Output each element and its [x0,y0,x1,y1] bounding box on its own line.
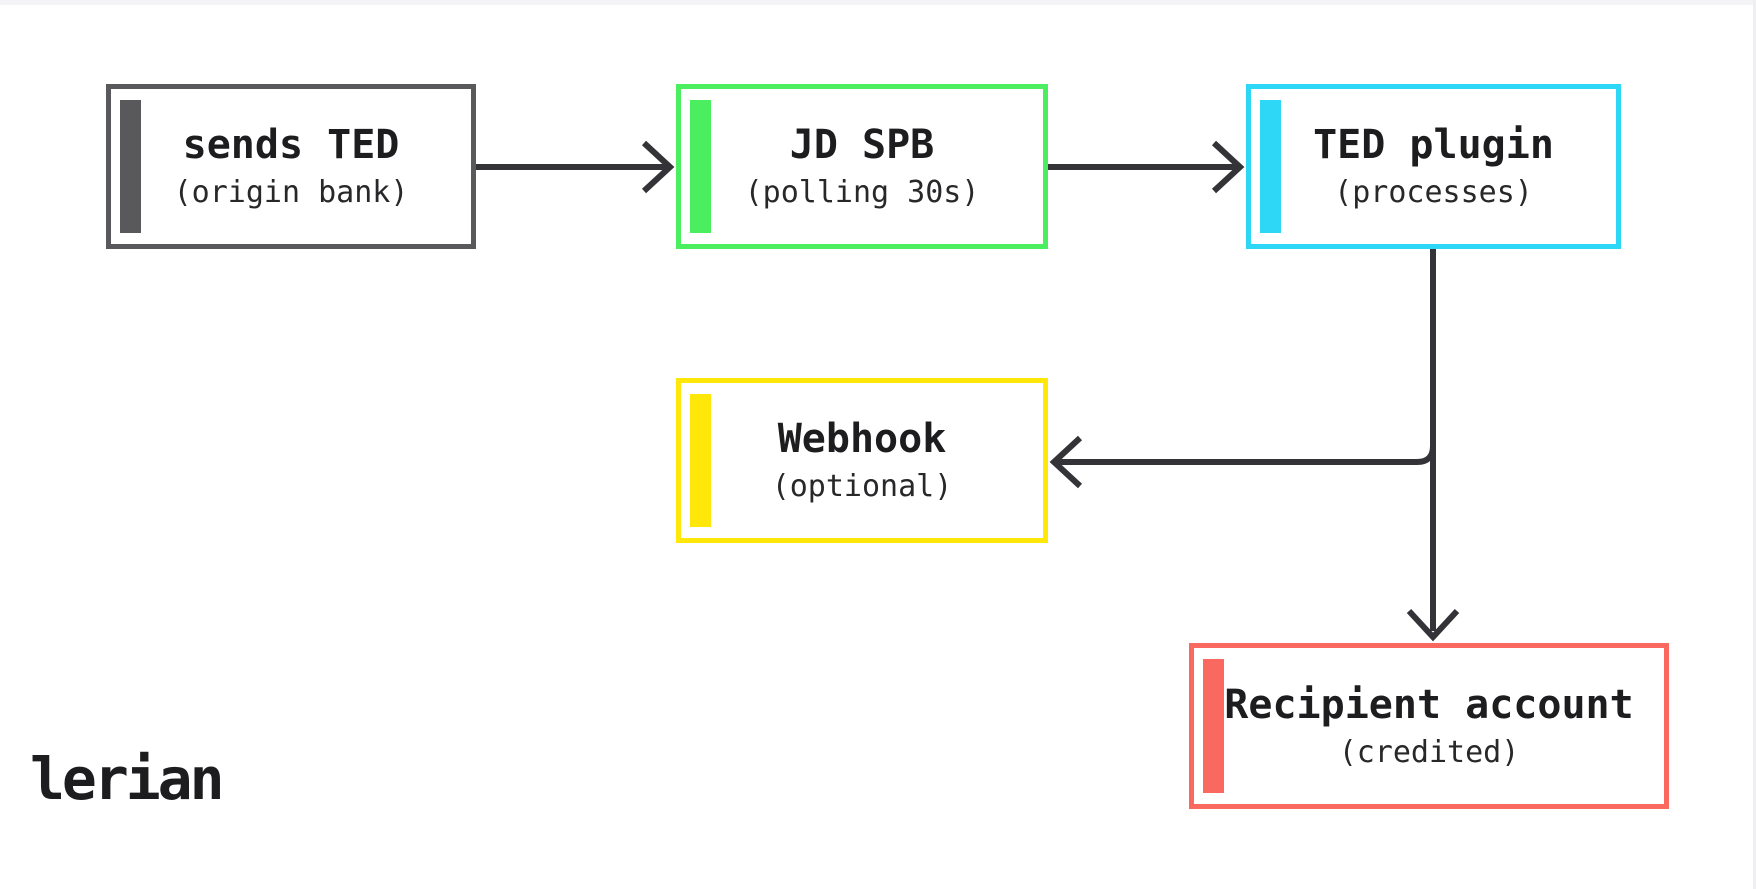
node-recipient-account: Recipient account (credited) [1189,643,1669,809]
node-sends-ted: sends TED (origin bank) [106,84,476,249]
node-subtitle: (origin bank) [173,175,409,210]
arrowhead-down-icon [1406,608,1460,642]
node-subtitle: (optional) [771,469,953,504]
arrowhead-right-icon [1211,140,1245,194]
node-jd-spb: JD SPB (polling 30s) [676,84,1048,249]
arrowhead-left-icon [1049,435,1083,489]
window-top-edge [0,0,1756,5]
accent-bar [1203,659,1224,793]
window-right-edge [1753,0,1756,889]
node-subtitle: (polling 30s) [744,175,980,210]
node-title: sends TED [182,122,400,168]
arrowhead-right-icon [641,140,675,194]
node-title: Webhook [777,416,947,462]
node-title: JD SPB [789,122,935,168]
accent-bar [1260,100,1281,233]
node-webhook: Webhook (optional) [676,378,1048,543]
node-title: TED plugin [1313,122,1554,168]
node-ted-plugin: TED plugin (processes) [1246,84,1621,249]
lerian-logo: lerian [30,745,225,813]
accent-bar [120,100,141,233]
accent-bar [690,100,711,233]
node-title: Recipient account [1224,681,1634,728]
accent-bar [690,394,711,527]
node-subtitle: (credited) [1338,734,1520,770]
node-subtitle: (processes) [1334,175,1533,210]
edge-ted-plugin-to-webhook [1058,445,1436,465]
